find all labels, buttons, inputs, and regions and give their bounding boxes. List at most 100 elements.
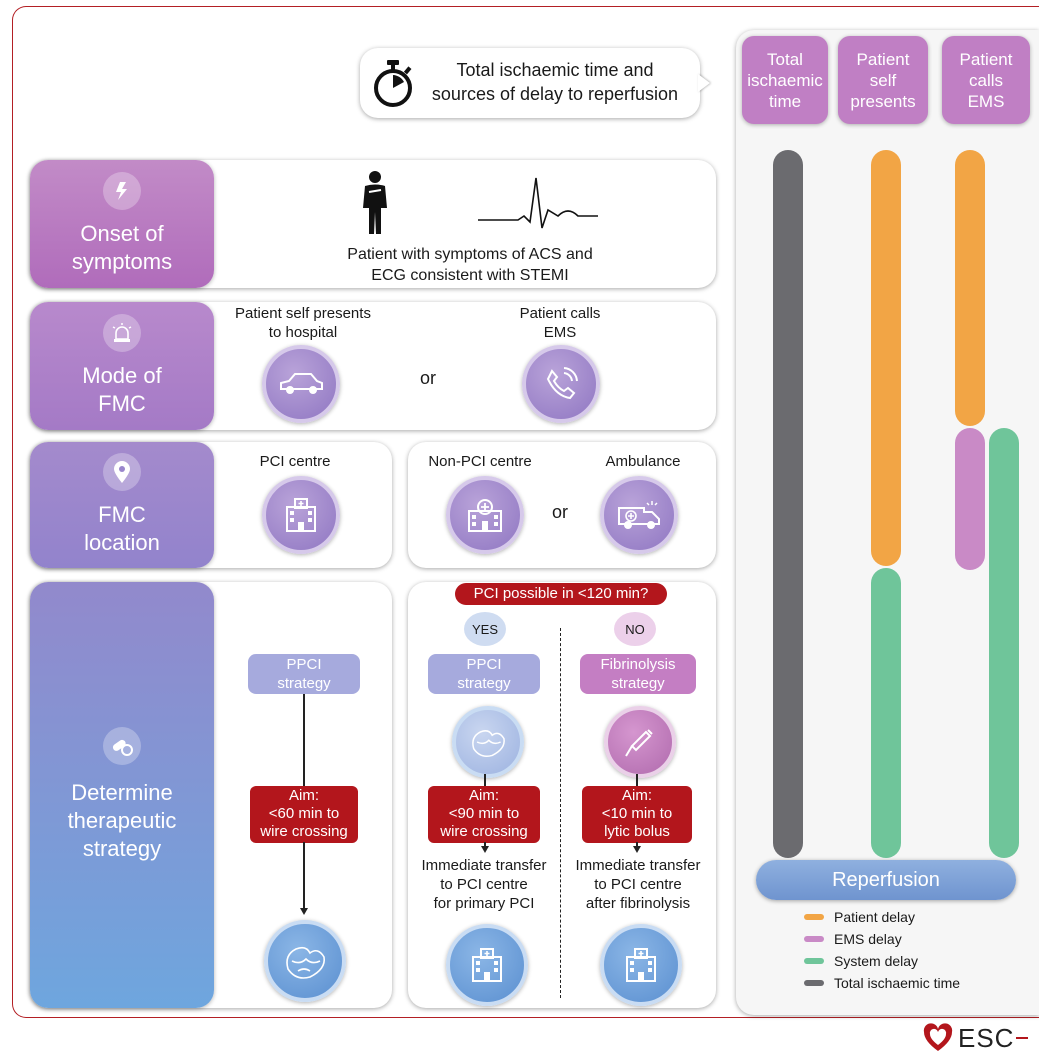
header-title-line1: Total ischaemic time and [456,60,654,80]
legend: Patient delay EMS delay System delay Tot… [804,906,1024,994]
location-or: or [552,502,569,522]
arrow-down-icon [481,846,489,853]
fibrinolysis-strategy-box: Fibrinolysis strategy [580,654,696,694]
aim-90-line2: <90 min to [448,805,520,822]
pills-icon [103,727,141,765]
logo-rule [1016,1037,1029,1039]
siren-icon [103,314,141,352]
mode-ems-line1: Patient calls [519,305,601,322]
ppci-strategy-yes-line1: PPCI [466,656,502,673]
connector-line [636,774,638,786]
aim-10-line1: Aim: [622,787,652,804]
transfer-yes-line1: Immediate transfer [421,857,547,874]
bar-total-ischaemic-time [773,150,803,858]
aim-10-line3: lytic bolus [604,823,670,840]
heart-logo-icon [923,1023,953,1051]
syringe-icon [604,706,676,778]
strategy-label-line3: strategy [82,836,162,861]
connector-line [303,694,305,786]
transfer-yes-line3: for primary PCI [433,895,535,912]
legend-item-total-ischaemic-time: Total ischaemic time [804,972,1024,994]
column-header-self-line2: self [869,70,897,90]
aim-60-line1: Aim: [289,787,319,804]
column-header-ems-line1: Patient [959,49,1013,69]
legend-label: EMS delay [834,931,902,947]
aim-90-line1: Aim: [469,787,499,804]
reperfusion-bar: Reperfusion [756,860,1016,900]
column-header-total-line2: ischaemic [747,70,823,90]
bar-ems-system-delay [989,428,1019,858]
connector-line [484,842,486,848]
mode-or: or [420,368,437,388]
ppci-strategy-box-yes: PPCI strategy [428,654,540,694]
bar-self-system-delay [871,568,901,858]
aim-60-line3: wire crossing [260,823,348,840]
legend-item-ems-delay: EMS delay [804,928,1024,950]
onset-label-box: Onset of symptoms [30,160,214,288]
hospital-icon [446,924,528,1006]
yes-badge: YES [464,612,506,646]
onset-label-line2: symptoms [71,249,173,274]
column-header-total: Total ischaemic time [742,36,828,124]
no-label: NO [625,621,645,637]
esc-logo: ESC [922,1022,1039,1054]
header-title-line2: sources of delay to reperfusion [431,84,679,104]
aim-60-box: Aim: <60 min to wire crossing [250,786,358,843]
arrow-down-icon [633,846,641,853]
transfer-no-text: Immediate transfer to PCI centre after f… [564,856,712,913]
pci-hospital-icon [262,476,340,554]
mode-label-line1: Mode of [82,363,162,388]
phone-icon [522,345,600,423]
esc-logo-text: ESC [958,1022,1015,1053]
mode-ems-line2: EMS [543,324,577,341]
location-label-line2: location [84,530,160,555]
mode-self-line1: Patient self presents [235,305,371,322]
legend-label: System delay [834,953,919,969]
column-header-ems-line3: EMS [967,91,1005,111]
aim-60-line2: <60 min to [268,805,340,822]
legend-label: Total ischaemic time [834,975,961,991]
aim-10-box: Aim: <10 min to lytic bolus [582,786,692,843]
ppci-strategy-box-left: PPCI strategy [248,654,360,694]
location-pin-icon [103,453,141,491]
yes-label: YES [471,621,498,637]
location-label-box: FMC location [30,442,214,568]
bar-ems-ems-delay [955,428,985,570]
transfer-no-line1: Immediate transfer [575,857,701,874]
aim-10-line2: <10 min to [601,805,673,822]
column-header-total-line1: Total [767,49,803,69]
bar-ems-patient-delay [955,150,985,426]
callout-pointer [698,74,710,92]
nonpci-hospital-icon [446,476,524,554]
onset-text-line1: Patient with symptoms of ACS and [347,246,593,263]
transfer-yes-text: Immediate transfer to PCI centre for pri… [410,856,558,913]
connector-line [636,842,638,848]
strategy-label-line2: therapeutic [67,808,177,833]
pci-question-banner: PCI possible in <120 min? [455,583,667,605]
pci-centre-label: PCI centre [259,453,331,470]
coronary-heart-icon [452,706,524,778]
onset-text-line2: ECG consistent with STEMI [371,267,569,284]
strategy-label-box: Determine therapeutic strategy [30,582,214,1008]
ambulance-label: Ambulance [605,453,681,470]
transfer-no-line2: to PCI centre [594,876,682,893]
nonpci-centre-label: Non-PCI centre [428,453,532,470]
reperfusion-label: Reperfusion [832,868,940,891]
column-header-total-line3: time [768,91,802,111]
outer-frame [12,6,1039,1018]
hospital-icon [600,924,682,1006]
column-header-ems: Patient calls EMS [942,36,1030,124]
mode-self-line2: to hospital [268,324,338,341]
mode-label-line2: FMC [98,391,146,416]
ppci-strategy-left-line1: PPCI [286,656,322,673]
strategy-label-line1: Determine [71,780,173,805]
column-header-ems-line2: calls [968,70,1003,90]
column-header-self: Patient self presents [838,36,928,124]
fibrinolysis-strategy-line1: Fibrinolysis [600,656,676,673]
connector-line [303,842,305,910]
ppci-strategy-yes-line2: strategy [457,675,511,692]
column-header-self-line1: Patient [856,49,910,69]
ecg-icon [478,177,598,229]
onset-label-line1: Onset of [80,221,164,246]
fibrinolysis-strategy-line2: strategy [611,675,665,692]
